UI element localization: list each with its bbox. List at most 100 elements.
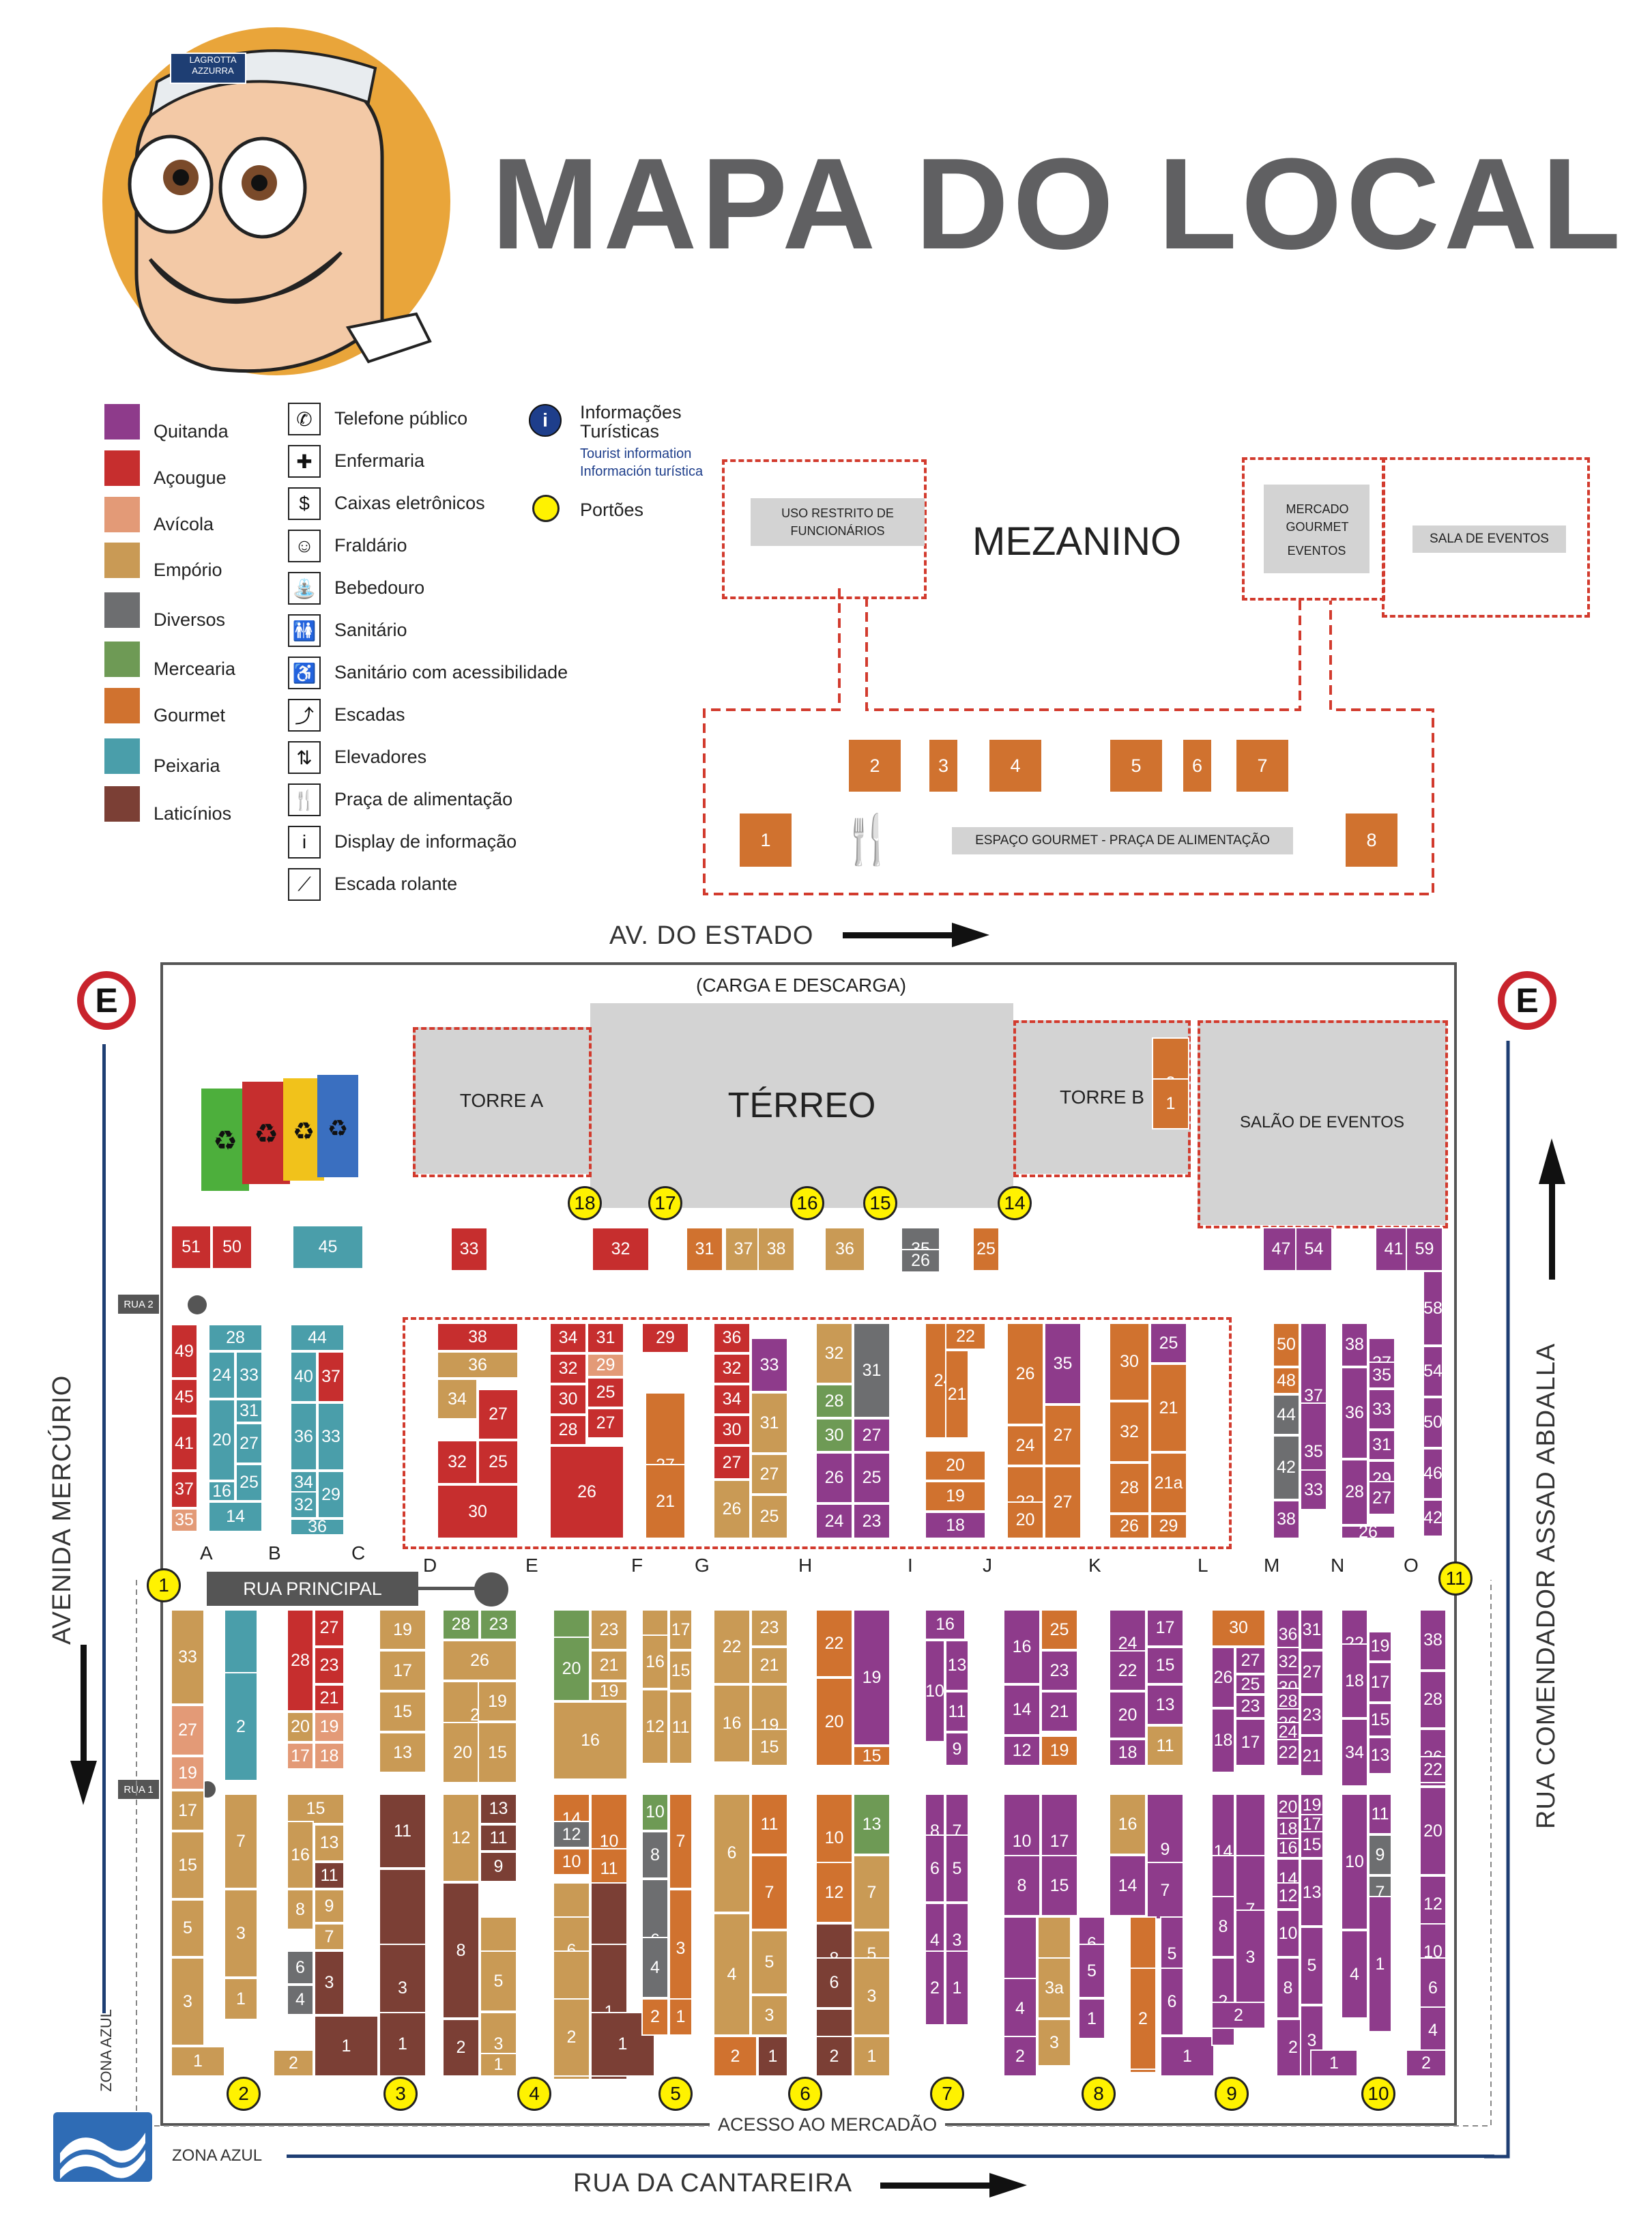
stall: 27 <box>1044 1404 1082 1466</box>
legend-label-4: Diversos <box>154 609 226 630</box>
stall: 7 <box>751 1855 788 1930</box>
stall: 29 <box>587 1353 624 1377</box>
stall: 16 <box>1276 1838 1300 1858</box>
rua-principal-pole <box>416 1587 484 1590</box>
stall: 10 <box>641 1793 669 1831</box>
legend-swatch-7 <box>104 738 140 774</box>
legend-label-8: Laticínios <box>154 803 232 824</box>
legend-label-3: Empório <box>154 560 222 580</box>
acesso-dashed-border <box>136 1580 1492 2127</box>
stall: 35 <box>1368 1362 1395 1389</box>
mezanino-outline <box>703 588 1434 895</box>
stall: 20 <box>815 1677 853 1766</box>
legend-label-7: Peixaria <box>154 755 220 776</box>
stall: 33 <box>1300 1469 1327 1510</box>
parking-entrance-right-icon: E <box>1498 971 1556 1030</box>
stall: 33 <box>235 1351 263 1399</box>
stall: 19 <box>590 1681 628 1701</box>
eventos-label: EVENTOS <box>1287 543 1346 558</box>
stall: 36 <box>713 1323 751 1353</box>
stall: 7 <box>314 1923 345 1950</box>
stall: 12 <box>442 1793 480 1882</box>
stall: 23 <box>480 1609 517 1640</box>
stall: 2 <box>641 1998 669 2036</box>
stall: 11 <box>1146 1725 1184 1766</box>
stall: 10 <box>925 1640 945 1742</box>
stall: 3 <box>669 1889 693 2008</box>
carga-label: (CARGA E DESCARGA) <box>696 975 907 996</box>
stall: 19 <box>1368 1631 1392 1662</box>
street-avenida-mercurio: AVENIDA MERCÚRIO <box>48 1374 76 1645</box>
stall: 37 <box>171 1471 198 1508</box>
stall: 30 <box>713 1415 751 1445</box>
column-label-A: A <box>200 1542 213 1564</box>
stall: 11 <box>945 1691 969 1732</box>
food-court-icon: 🍴 <box>838 813 898 866</box>
stall: 3 <box>171 1957 205 2046</box>
stall: 18 <box>1341 1643 1368 1718</box>
stall: 21 <box>1041 1691 1078 1732</box>
stall: 24 <box>1006 1425 1044 1466</box>
market-logo <box>53 2112 152 2182</box>
stall: 15 <box>478 1722 517 1783</box>
legend-swatch-2 <box>104 497 140 532</box>
stall: 3 <box>224 1889 258 1978</box>
mezanino-title: MEZANINO <box>972 519 1182 564</box>
stall: 21 <box>1150 1364 1187 1452</box>
stall: 26 <box>442 1640 517 1681</box>
stall: 20 <box>287 1712 314 1742</box>
stall: 2 <box>1129 1968 1157 2070</box>
stall: 16 <box>713 1684 751 1763</box>
stall: 27 <box>1300 1650 1324 1695</box>
sala-eventos-area <box>1382 457 1590 618</box>
stall: 31 <box>853 1323 890 1418</box>
stall: 50 <box>212 1225 252 1269</box>
espaco-gourmet-label: ESPAÇO GOURMET - PRAÇA DE ALIMENTAÇÃO <box>952 827 1293 854</box>
stall: 26 <box>815 1452 853 1503</box>
tourist-info-en: Tourist information <box>580 446 692 461</box>
stall: 16 <box>641 1634 669 1689</box>
stall: 6 <box>925 1834 945 1903</box>
stall: 27 <box>314 1609 345 1647</box>
gate-legend-icon <box>532 495 560 522</box>
stall: 25 <box>853 1452 890 1503</box>
stall: 1 <box>1152 1078 1189 1129</box>
stall: 48 <box>1273 1367 1300 1394</box>
legend-icon-label-5: Sanitário <box>334 620 407 640</box>
stall: 11 <box>1368 1793 1392 1834</box>
legend-icon-label-6: Sanitário com acessibilidade <box>334 662 568 682</box>
stall: 5 <box>480 1950 517 2012</box>
column-label-K: K <box>1088 1555 1101 1576</box>
legend-swatch-0 <box>104 404 140 440</box>
torre-a-label: TORRE A <box>413 1027 590 1174</box>
terreo-title: TÉRREO <box>590 1003 1013 1208</box>
stall: 4 <box>1419 2006 1447 2054</box>
stall: 23 <box>1041 1650 1078 1691</box>
gate-5: 5 <box>658 2077 693 2111</box>
legend-swatch-5 <box>104 642 140 677</box>
stall: 24 <box>815 1503 853 1539</box>
sala-eventos-label: SALA DE EVENTOS <box>1412 525 1566 553</box>
stall: 10 <box>1341 1793 1368 1930</box>
column-label-E: E <box>525 1555 538 1576</box>
stall: 20 <box>1419 1787 1447 1875</box>
stall: 27 <box>751 1454 788 1495</box>
stall: 20 <box>1276 1793 1300 1821</box>
stall: 37 <box>317 1351 345 1402</box>
stall: 22 <box>713 1609 751 1684</box>
stall: 16 <box>1003 1609 1041 1684</box>
stall: 3 <box>1300 2005 1324 2077</box>
stall: 25 <box>235 1464 263 1501</box>
stall: 19 <box>853 1609 890 1746</box>
salao-eventos-label: SALÃO DE EVENTOS <box>1198 1020 1447 1225</box>
stall: 22 <box>945 1323 986 1350</box>
stall: 23 <box>853 1503 890 1539</box>
stall: 13 <box>853 1793 890 1855</box>
stall: 44 <box>1273 1394 1300 1435</box>
salao-eventos-outline <box>1198 1020 1448 1228</box>
stall: 11 <box>480 1824 517 1852</box>
stall: 19 <box>1300 1793 1324 1817</box>
stall: 33 <box>317 1402 345 1471</box>
stall: 6 <box>287 1950 314 1985</box>
stall: 36 <box>290 1402 317 1471</box>
